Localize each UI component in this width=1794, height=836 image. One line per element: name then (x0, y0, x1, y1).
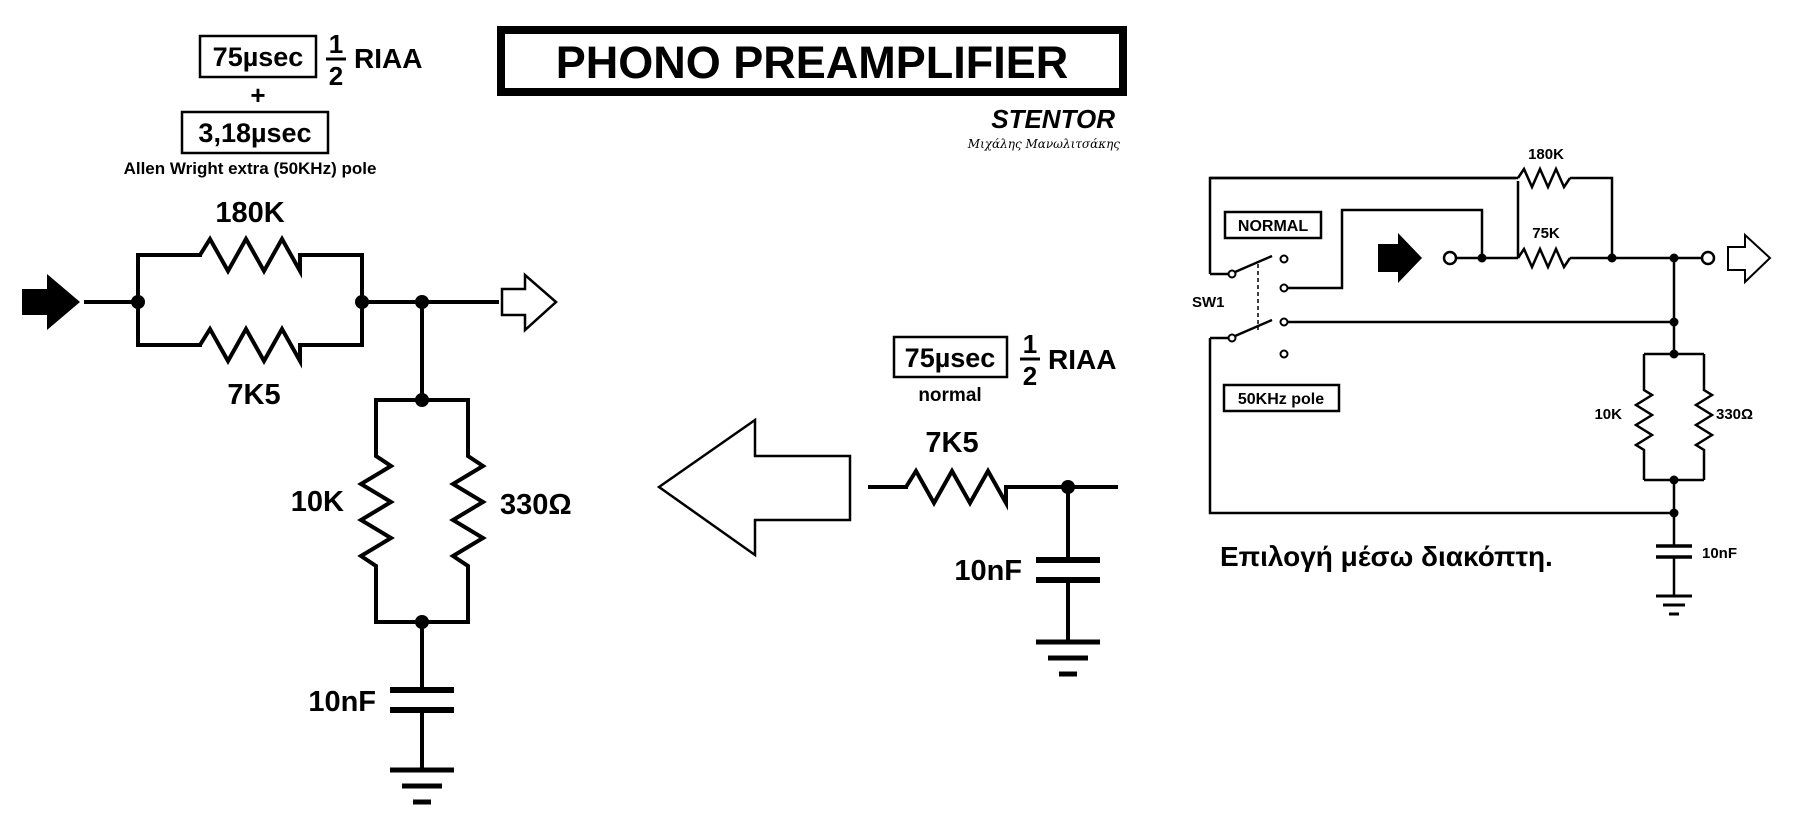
right-circuit: 180K 75K SW1 (1192, 146, 1772, 616)
pole-note: Allen Wright extra (50KHz) pole (124, 159, 377, 178)
right-cap-label: 10nF (1702, 545, 1737, 562)
tc2-value: 3,18µsec (198, 118, 311, 148)
mid-frac-den: 2 (1023, 361, 1037, 391)
mid-tc-box (892, 335, 1009, 379)
brand-signature: Μιχάλης Μανωλιτσάκης (967, 137, 1120, 151)
left-r-shunt-a-label: 10K (291, 486, 344, 518)
switch-label: SW1 (1192, 294, 1225, 311)
right-caption: Επιλογή μέσω διακόπτη. (1220, 541, 1553, 572)
tc1-frac-den: 2 (329, 61, 343, 91)
right-r-series-label: 75K (1532, 225, 1560, 242)
resistor-icon (904, 466, 1008, 511)
pos-normal-box (1223, 210, 1323, 240)
switch-icon (1210, 254, 1674, 359)
plus-sign: + (250, 80, 265, 110)
output-arrow-icon (1727, 232, 1772, 285)
input-arrow-icon (22, 274, 80, 330)
resistor-icon (1516, 245, 1572, 271)
mid-tc-label: RIAA (1048, 344, 1116, 375)
left-r-top-label: 180K (215, 197, 284, 229)
ground-icon (1036, 639, 1100, 677)
big-left-arrow-icon (656, 417, 852, 558)
pos-normal-label: NORMAL (1238, 218, 1308, 235)
brand-name: STENTOR (991, 104, 1115, 134)
mid-tc-value: 75µsec (905, 343, 996, 373)
left-r-bottom-label: 7K5 (227, 379, 280, 411)
tc1-frac-num: 1 (329, 29, 343, 59)
tc1-label: RIAA (354, 43, 422, 74)
tc2-box (180, 110, 330, 155)
resistor-icon (198, 324, 302, 369)
left-r-shunt-b-label: 330Ω (500, 489, 572, 521)
page-title: PHONO PREAMPLIFIER (556, 37, 1069, 88)
resistor-icon (1633, 354, 1655, 480)
left-cap-label: 10nF (308, 686, 376, 718)
right-r-shunt-b-label: 330Ω (1716, 406, 1753, 423)
resistor-icon (449, 400, 487, 622)
mid-cap-label: 10nF (954, 555, 1022, 587)
output-arrow-icon (500, 272, 558, 333)
right-r-top-label: 180K (1528, 146, 1564, 163)
input-arrow-icon (1378, 233, 1422, 283)
resistor-icon (198, 234, 302, 279)
middle-circuit: 75µsec 1 2 RIAA normal 7K5 10nF (868, 329, 1118, 677)
ground-icon (390, 767, 454, 805)
right-r-shunt-a-label: 10K (1594, 406, 1622, 423)
resistor-icon (357, 400, 395, 622)
ground-icon (1656, 594, 1692, 616)
mid-tc-note: normal (918, 385, 981, 406)
tc1-box (198, 34, 318, 79)
tc1-value: 75µsec (213, 42, 304, 72)
mid-frac-num: 1 (1023, 329, 1037, 359)
resistor-icon (1693, 354, 1715, 480)
mid-r-series-label: 7K5 (925, 427, 978, 459)
title-block: PHONO PREAMPLIFIER (497, 26, 1127, 96)
pos-pole-label: 50KHz pole (1238, 391, 1324, 408)
resistor-icon (1516, 165, 1572, 191)
left-circuit: 75µsec 1 2 RIAA + 3,18µsec Allen Wright … (22, 29, 572, 805)
pos-pole-box (1222, 383, 1341, 413)
